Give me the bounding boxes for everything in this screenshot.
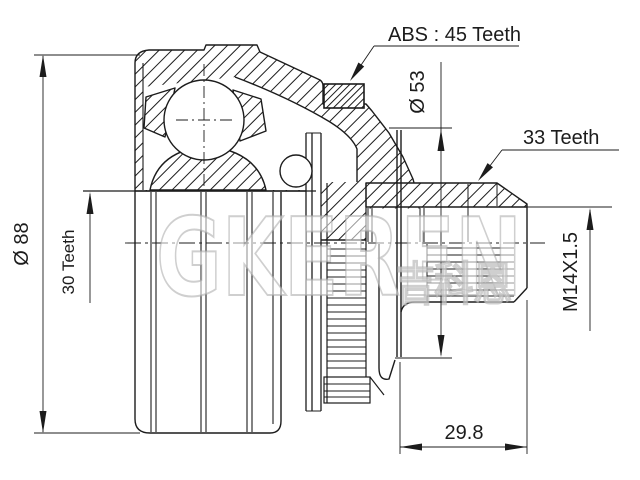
arrow-icon <box>478 163 493 181</box>
label-shaft-spline-teeth: 33 Teeth <box>523 127 599 149</box>
dim-outer-diameter <box>34 54 140 434</box>
dim-hub-diameter <box>389 62 452 359</box>
dim-thread-leader <box>586 208 594 331</box>
label-hub-diameter: Ø 53 <box>407 70 429 113</box>
label-stub-length: 29.8 <box>445 422 484 444</box>
label-abs-ring: ABS : 45 Teeth <box>388 24 521 46</box>
abs-tone-ring <box>323 83 365 109</box>
thread-lines <box>427 247 514 297</box>
arrow-up-icon <box>437 129 445 151</box>
dim-inner-spline <box>86 192 94 303</box>
label-inner-spline-teeth: 30 Teeth <box>59 230 78 295</box>
dim-abs-leader <box>350 45 519 81</box>
watermark-brand-cjk: 吉科恩 <box>396 257 512 311</box>
arrow-up-icon <box>86 192 94 214</box>
arrow-right-icon <box>505 443 527 451</box>
arrow-left-icon <box>400 443 422 451</box>
boot-rim <box>305 132 322 412</box>
arrow-up-icon <box>39 55 47 77</box>
arrow-up-icon <box>586 208 594 230</box>
serration-lines <box>327 248 366 369</box>
watermark-brand: GKEREN <box>156 196 522 321</box>
inner-race-section <box>143 64 267 191</box>
arrow-down-icon <box>437 335 445 357</box>
rear-ball-bearing <box>279 154 313 188</box>
boot-serration <box>323 183 385 404</box>
bell-contour-lines <box>150 192 253 432</box>
arrow-icon <box>350 62 365 81</box>
dimensions <box>34 45 619 454</box>
stub-shaft <box>365 130 612 380</box>
arrow-down-icon <box>39 411 47 433</box>
dim-stub-length <box>399 300 528 454</box>
label-thread-spec: M14X1.5 <box>560 232 582 312</box>
label-outer-diameter: Ø 88 <box>11 222 33 265</box>
dim-shaft-spline-leader <box>478 149 619 181</box>
bell-exterior <box>134 191 282 434</box>
